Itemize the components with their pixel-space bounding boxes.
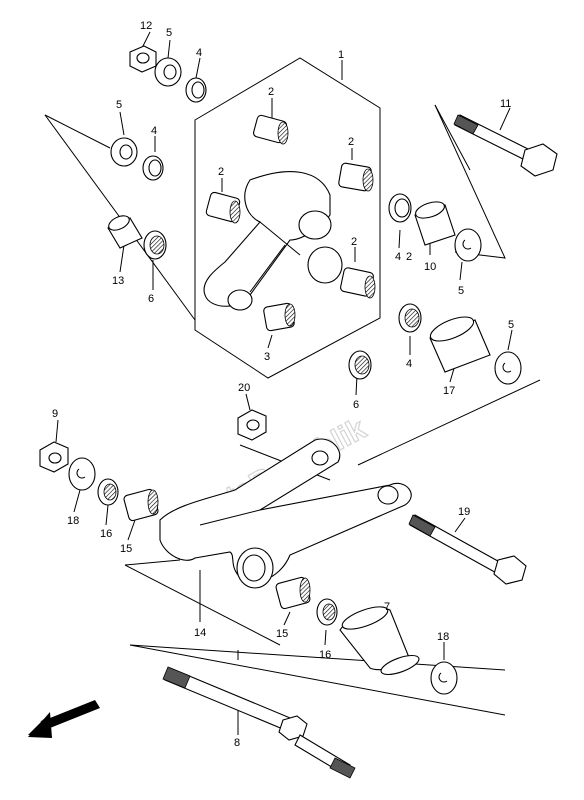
bolt-19 <box>408 514 527 585</box>
bearing-3 <box>263 302 296 332</box>
callout-label: 9 <box>52 408 58 420</box>
callout-label: 4 <box>395 251 401 263</box>
collar-5-left <box>110 137 138 167</box>
bolt-11 <box>453 114 558 177</box>
callout-label: 19 <box>458 506 470 518</box>
needle-bearings <box>123 114 376 610</box>
spacer-7 <box>339 606 420 676</box>
bearing-2-left <box>205 191 241 224</box>
callout-label: 14 <box>194 627 206 639</box>
callout-label: 2 <box>406 251 412 263</box>
nut-20 <box>237 409 267 441</box>
nut-9 <box>39 441 69 473</box>
washers-and-seals <box>68 57 522 695</box>
callout-label: 2 <box>348 136 354 148</box>
callout-label: 8 <box>234 737 240 749</box>
washer-18-left <box>68 457 96 491</box>
lower-link-part-14 <box>159 438 412 589</box>
callout-label: 5 <box>508 319 514 331</box>
callout-label: 5 <box>458 285 464 297</box>
callout-label: 18 <box>437 631 449 643</box>
callout-label: 5 <box>166 27 172 39</box>
bearing-2-right <box>338 162 374 192</box>
bearing-2-top <box>253 114 289 145</box>
bearing-15-right <box>275 576 311 610</box>
callout-label: 2 <box>268 86 274 98</box>
seal-6-lower <box>348 350 372 380</box>
bearing-2-lower <box>340 267 376 299</box>
callout-label: 16 <box>319 649 331 661</box>
callout-label: 18 <box>67 515 79 527</box>
callout-label: 17 <box>443 385 455 397</box>
callout-label: 6 <box>148 293 154 305</box>
callout-label: 20 <box>238 382 250 394</box>
seal-6-left <box>143 230 167 260</box>
bolts <box>162 114 558 779</box>
callout-label: 13 <box>112 275 124 287</box>
callout-label: 7 <box>384 601 390 613</box>
callout-label: 16 <box>100 528 112 540</box>
callout-label: 12 <box>140 20 152 32</box>
callout-label: 1 <box>338 49 344 61</box>
bearing-15-left <box>123 488 159 522</box>
spacers <box>107 201 491 676</box>
seal-4-left <box>142 155 164 181</box>
seal-16-right <box>316 598 338 626</box>
callout-label: 4 <box>196 47 202 59</box>
callout-label: 10 <box>424 261 436 273</box>
callout-label: 3 <box>264 351 270 363</box>
callout-label: 2 <box>218 166 224 178</box>
spacer-17 <box>429 316 491 373</box>
seal-4-right <box>388 193 412 223</box>
spacer-10 <box>414 201 456 246</box>
callout-label: 15 <box>276 628 288 640</box>
callout-label: 4 <box>406 358 412 370</box>
callout-label: 2 <box>351 236 357 248</box>
washer-5-right <box>454 228 482 262</box>
collar-5-top <box>154 57 182 87</box>
callout-label: 15 <box>120 543 132 555</box>
callout-label: 6 <box>353 399 359 411</box>
nut-12 <box>129 45 157 73</box>
spacer-13 <box>107 215 143 249</box>
seal-4-lower <box>398 303 422 333</box>
callout-labels: 1 2 2 2 2 2 3 4 4 4 4 5 5 5 5 6 6 7 8 9 … <box>52 20 514 749</box>
nuts <box>39 45 267 473</box>
washer-5-lower <box>494 351 522 385</box>
seal-16-left <box>97 478 119 506</box>
callout-label: 4 <box>151 125 157 137</box>
seal-4-top <box>185 77 207 103</box>
front-arrow-icon <box>28 700 100 738</box>
washer-18-right <box>430 661 458 695</box>
callout-label: 5 <box>116 99 122 111</box>
bolt-8 <box>162 666 356 779</box>
rocker-link-part-1 <box>203 171 343 311</box>
callout-label: 11 <box>500 98 511 110</box>
